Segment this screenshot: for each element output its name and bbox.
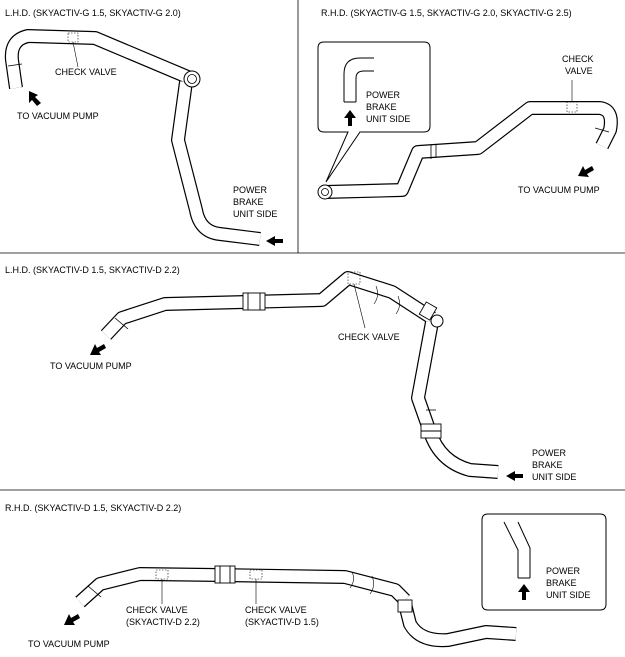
callout-power-brake-3: UNIT SIDE	[546, 590, 590, 600]
vacuum-hose	[317, 101, 618, 200]
callout-box	[317, 41, 431, 183]
arrow-icon	[518, 584, 530, 600]
panel-title: R.H.D. (SKYACTIV-D 1.5, SKYACTIV-D 2.2)	[5, 503, 181, 513]
callout-power-brake-1: POWER	[366, 90, 401, 100]
arrow-icon	[64, 614, 80, 625]
hose-joint	[430, 314, 444, 328]
panel-title: R.H.D. (SKYACTIV-G 1.5, SKYACTIV-G 2.0, …	[321, 8, 572, 18]
callout-box	[481, 513, 607, 611]
power-brake-label-3: UNIT SIDE	[532, 472, 576, 482]
panel-dividers	[0, 0, 625, 491]
vacuum-hose	[4, 29, 261, 246]
power-brake-label-1: POWER	[532, 448, 567, 458]
arrow-icon	[506, 471, 523, 481]
panel-rhd-g: R.H.D. (SKYACTIV-G 1.5, SKYACTIV-G 2.0, …	[317, 8, 618, 200]
panel-lhd-d: L.H.D. (SKYACTIV-D 1.5, SKYACTIV-D 2.2) …	[5, 265, 576, 482]
power-brake-label-3: UNIT SIDE	[233, 209, 277, 219]
hose-connector	[242, 292, 266, 311]
check-valve-a-label-1: CHECK VALVE	[126, 605, 188, 615]
to-vacuum-pump-label: TO VACUUM PUMP	[50, 361, 132, 371]
panel-title: L.H.D. (SKYACTIV-D 1.5, SKYACTIV-D 2.2)	[5, 265, 180, 275]
check-valve-b-label-2: (SKYACTIV-D 1.5)	[245, 617, 319, 627]
check-valve-label: CHECK VALVE	[338, 332, 400, 342]
to-vacuum-pump-label: TO VACUUM PUMP	[28, 639, 110, 649]
arrow-icon	[344, 110, 356, 126]
power-brake-label-2: BRAKE	[532, 460, 563, 470]
panel-title: L.H.D. (SKYACTIV-G 1.5, SKYACTIV-G 2.0)	[5, 8, 181, 18]
hose-joint	[183, 70, 201, 88]
panel-lhd-g: L.H.D. (SKYACTIV-G 1.5, SKYACTIV-G 2.0) …	[4, 8, 283, 246]
check-valve-a-label-2: (SKYACTIV-D 2.2)	[126, 617, 200, 627]
arrow-icon	[29, 91, 41, 106]
callout-power-brake-1: POWER	[546, 566, 581, 576]
callout-power-brake-3: UNIT SIDE	[366, 114, 410, 124]
check-valve-b-label-1: CHECK VALVE	[245, 605, 307, 615]
power-brake-label-2: BRAKE	[233, 197, 264, 207]
hose-connector	[214, 565, 236, 584]
to-vacuum-pump-label: TO VACUUM PUMP	[518, 185, 600, 195]
arrow-icon	[90, 344, 106, 355]
arrow-icon	[266, 236, 283, 246]
vacuum-hose	[75, 565, 517, 648]
check-valve-label: CHECK VALVE	[55, 67, 117, 77]
arrow-icon	[578, 166, 594, 177]
callout-power-brake-2: BRAKE	[546, 578, 577, 588]
power-brake-label-1: POWER	[233, 185, 268, 195]
callout-power-brake-2: BRAKE	[366, 102, 397, 112]
check-valve-label-1: CHECK	[562, 54, 594, 64]
check-valve-marker	[566, 101, 578, 113]
check-valve-label-2: VALVE	[565, 66, 593, 76]
panel-rhd-d: R.H.D. (SKYACTIV-D 1.5, SKYACTIV-D 2.2) …	[5, 503, 607, 649]
vacuum-hose	[100, 271, 499, 479]
hose-clamp	[397, 599, 413, 613]
to-vacuum-pump-label: TO VACUUM PUMP	[17, 111, 99, 121]
